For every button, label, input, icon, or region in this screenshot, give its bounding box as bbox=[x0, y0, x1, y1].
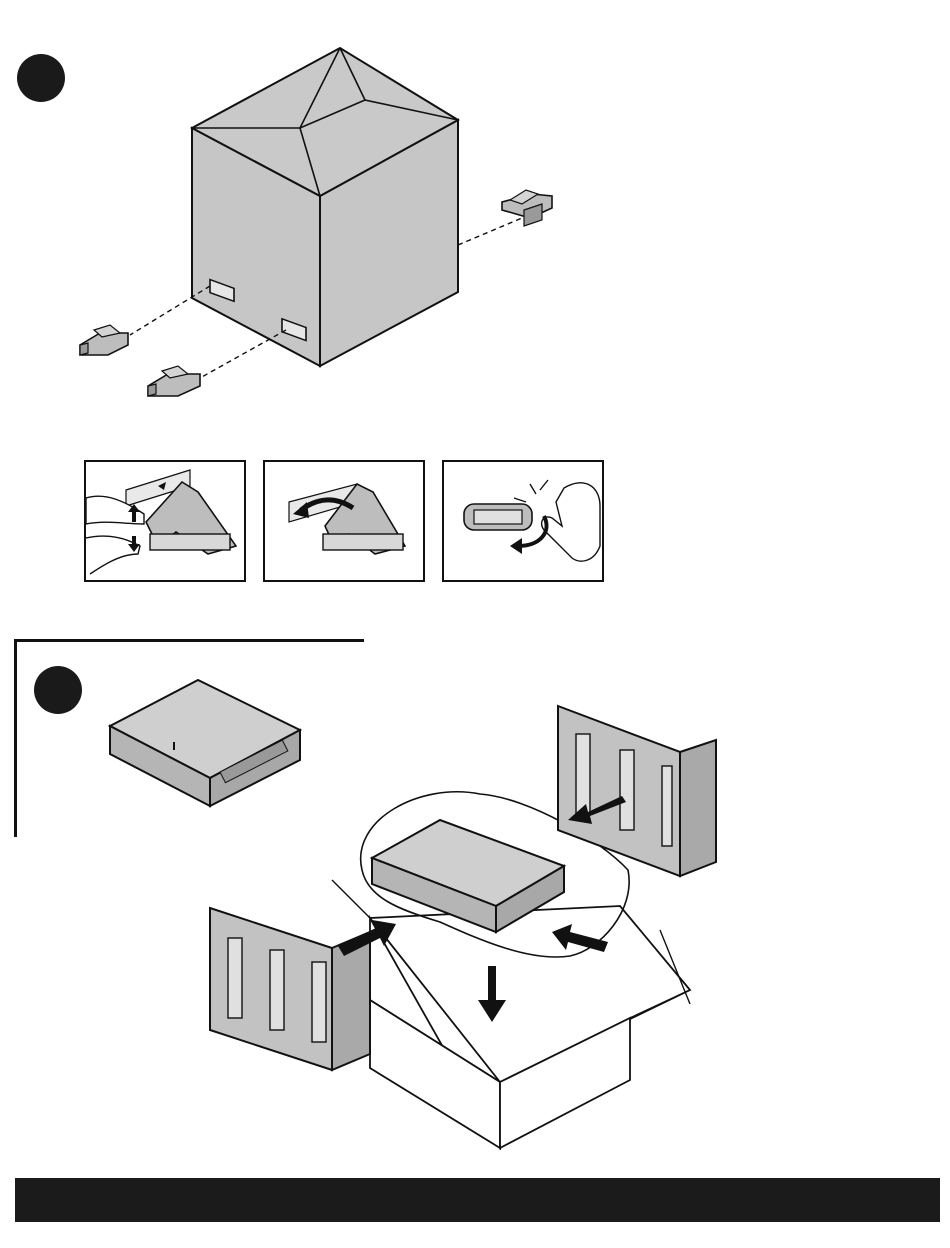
arrow-icon bbox=[510, 538, 522, 554]
clip-icon bbox=[80, 325, 128, 355]
foam-end-cap-right bbox=[558, 706, 716, 876]
tilt-clip-illustration bbox=[265, 462, 423, 580]
squeeze-clip-panel bbox=[84, 460, 246, 582]
squeeze-clip-illustration bbox=[86, 462, 244, 580]
clip-icon bbox=[148, 366, 200, 396]
unit-standalone bbox=[110, 680, 300, 806]
box-with-clips-illustration bbox=[60, 40, 620, 410]
foam-end-cap-left bbox=[210, 908, 370, 1070]
rotate-clip-illustration bbox=[444, 462, 602, 580]
step-2-marker bbox=[34, 666, 82, 714]
section-bracket-top bbox=[14, 639, 364, 642]
clip-icon bbox=[502, 190, 552, 226]
rotate-clip-panel bbox=[442, 460, 604, 582]
section-bracket-left bbox=[14, 641, 17, 837]
step-1-marker bbox=[17, 54, 65, 102]
hand-icon bbox=[542, 483, 600, 561]
repack-illustration bbox=[100, 670, 730, 1150]
footer-bar bbox=[15, 1178, 940, 1222]
tilt-clip-panel bbox=[263, 460, 425, 582]
